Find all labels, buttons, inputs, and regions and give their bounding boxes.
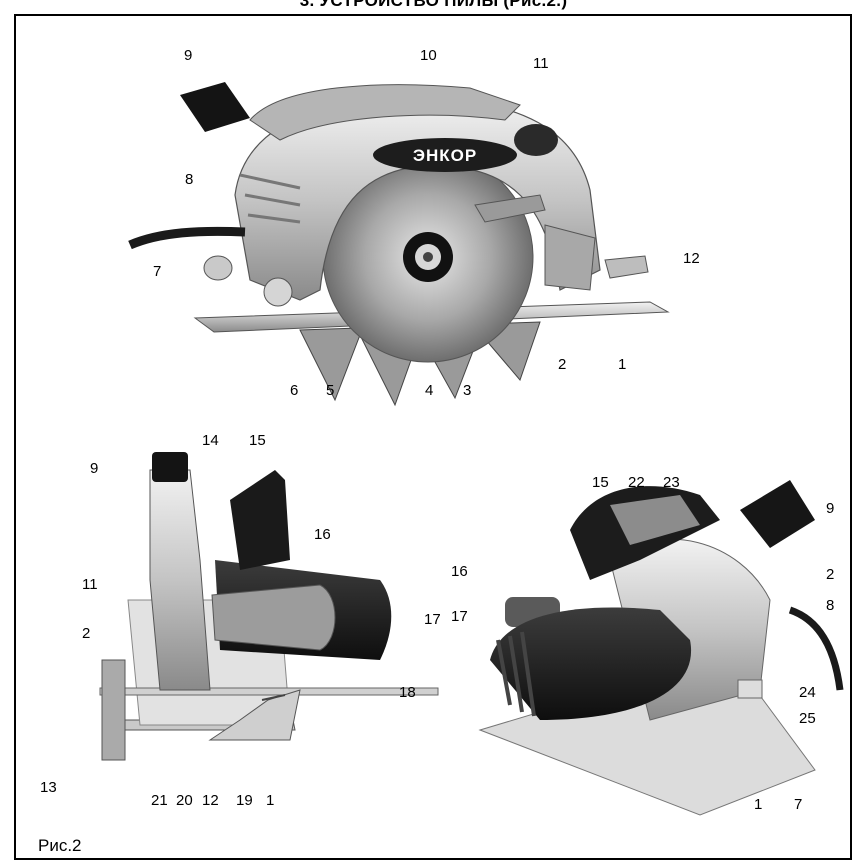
callout-label: 24 bbox=[799, 684, 816, 701]
figure-frame bbox=[14, 14, 852, 860]
callout-label: 23 bbox=[663, 474, 680, 491]
callout-label: 12 bbox=[202, 792, 219, 809]
callout-label: 11 bbox=[82, 576, 98, 593]
saw-perspective-view bbox=[478, 480, 844, 816]
callout-label: 5 bbox=[326, 382, 335, 399]
callout-label: 11 bbox=[533, 55, 549, 72]
callout-label: 15 bbox=[592, 474, 609, 491]
callout-label: 12 bbox=[683, 250, 700, 267]
callout-label: 13 bbox=[40, 779, 57, 796]
callout-label: 15 bbox=[249, 432, 266, 449]
brand-logo: ЭНКОР bbox=[413, 146, 477, 165]
saw-front-view bbox=[99, 452, 439, 761]
callout-label: 8 bbox=[185, 171, 194, 188]
callout-label: 9 bbox=[90, 460, 99, 477]
callout-label: 9 bbox=[184, 47, 193, 64]
callout-label: 17 bbox=[424, 611, 441, 628]
callout-label: 10 bbox=[420, 47, 437, 64]
callout-label: 16 bbox=[451, 563, 468, 580]
callout-label: 4 bbox=[425, 382, 434, 399]
callout-label: 3 bbox=[463, 382, 472, 399]
callout-label: 16 bbox=[314, 526, 331, 543]
callout-label: 25 bbox=[799, 710, 816, 727]
callout-label: 9 bbox=[826, 500, 835, 517]
callout-label: 1 bbox=[754, 796, 763, 813]
callout-label: 2 bbox=[826, 566, 835, 583]
callout-label: 8 bbox=[826, 597, 835, 614]
callout-label: 14 bbox=[202, 432, 219, 449]
callout-label: 1 bbox=[618, 356, 627, 373]
callout-label: 1 bbox=[266, 792, 275, 809]
callout-label: 7 bbox=[794, 796, 803, 813]
callout-label: 20 bbox=[176, 792, 193, 809]
callout-label: 19 bbox=[236, 792, 253, 809]
page-title: 3. УСТРОЙСТВО ПИЛЫ (Рис.2.) bbox=[299, 0, 568, 10]
callout-label: 17 bbox=[451, 608, 468, 625]
callout-label: 21 bbox=[151, 792, 168, 809]
figure-caption: Рис.2 bbox=[38, 836, 82, 855]
callout-label: 2 bbox=[558, 356, 567, 373]
callout-label: 2 bbox=[82, 625, 91, 642]
saw-side-view: ЭНКОР bbox=[128, 82, 670, 407]
callout-label: 6 bbox=[290, 382, 299, 399]
callout-label: 18 bbox=[399, 684, 416, 701]
callout-label: 7 bbox=[153, 263, 162, 280]
callout-label: 22 bbox=[628, 474, 645, 491]
